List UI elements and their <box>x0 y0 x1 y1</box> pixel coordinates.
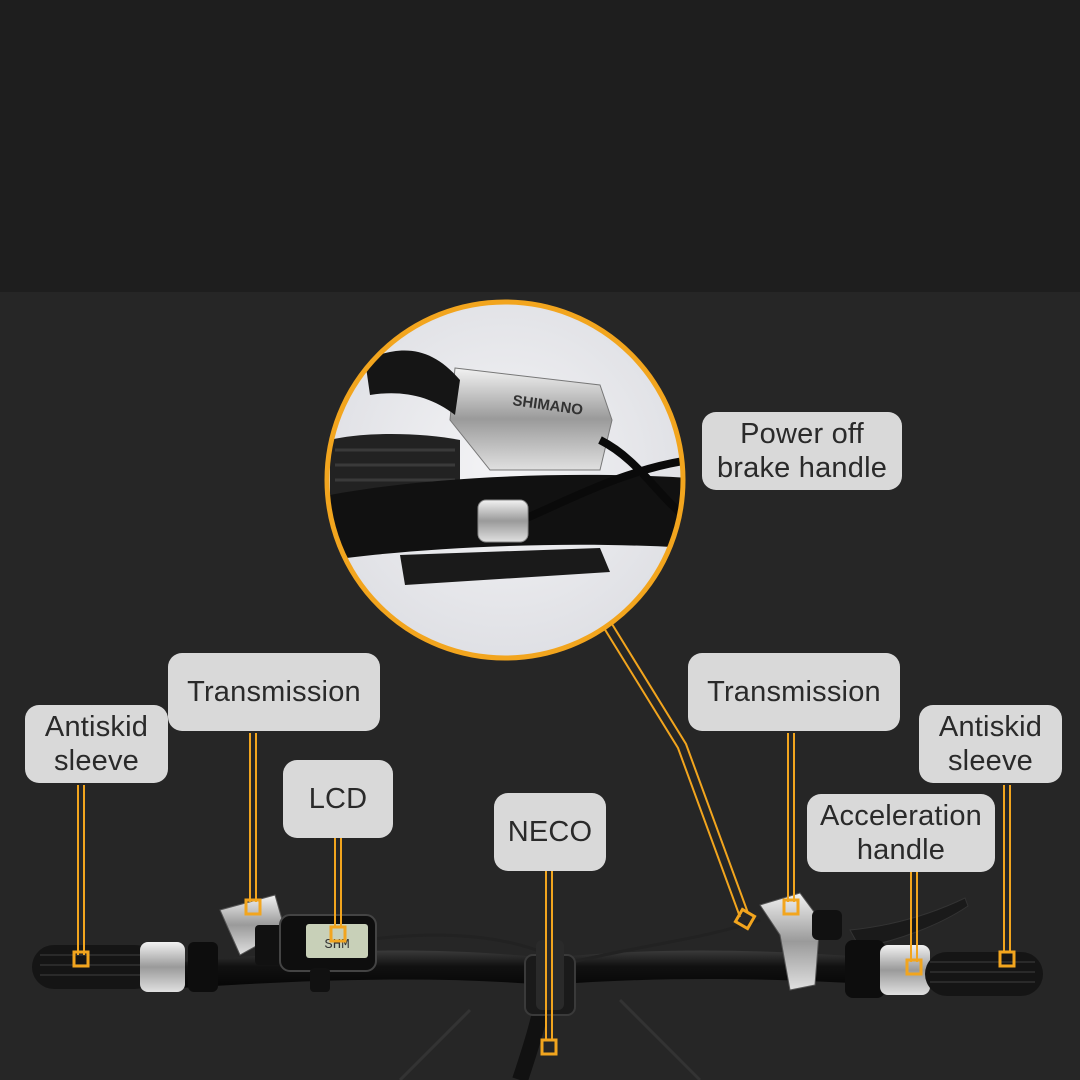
zoom-lens: SHIMANO <box>327 302 683 658</box>
marker-neco <box>540 1038 558 1056</box>
zoom-lens-ring <box>324 299 686 661</box>
callout-power-off-brake: Power off brake handle <box>702 412 902 490</box>
left-grip-icon <box>32 942 218 992</box>
marker-transmission-left <box>244 898 262 916</box>
right-grip-icon <box>845 940 1043 998</box>
marker-acceleration <box>905 958 923 976</box>
callout-neco: NECO <box>494 793 606 871</box>
callout-antiskid-left: Antiskid sleeve <box>25 705 168 783</box>
callout-transmission-right: Transmission <box>688 653 900 731</box>
callout-lcd: LCD <box>283 760 393 838</box>
markers <box>72 898 1016 1056</box>
brake-lever-icon <box>849 897 969 949</box>
right-shifter-icon <box>759 892 842 991</box>
leader-lines <box>77 623 1011 1040</box>
marker-antiskid-left <box>72 950 90 968</box>
marker-antiskid-right <box>998 950 1016 968</box>
marker-brake <box>733 907 757 931</box>
callout-acceleration-handle: Acceleration handle <box>807 794 995 872</box>
marker-lcd <box>329 925 347 943</box>
callout-transmission-left: Transmission <box>168 653 380 731</box>
callout-antiskid-right: Antiskid sleeve <box>919 705 1062 783</box>
marker-transmission-right <box>782 898 800 916</box>
